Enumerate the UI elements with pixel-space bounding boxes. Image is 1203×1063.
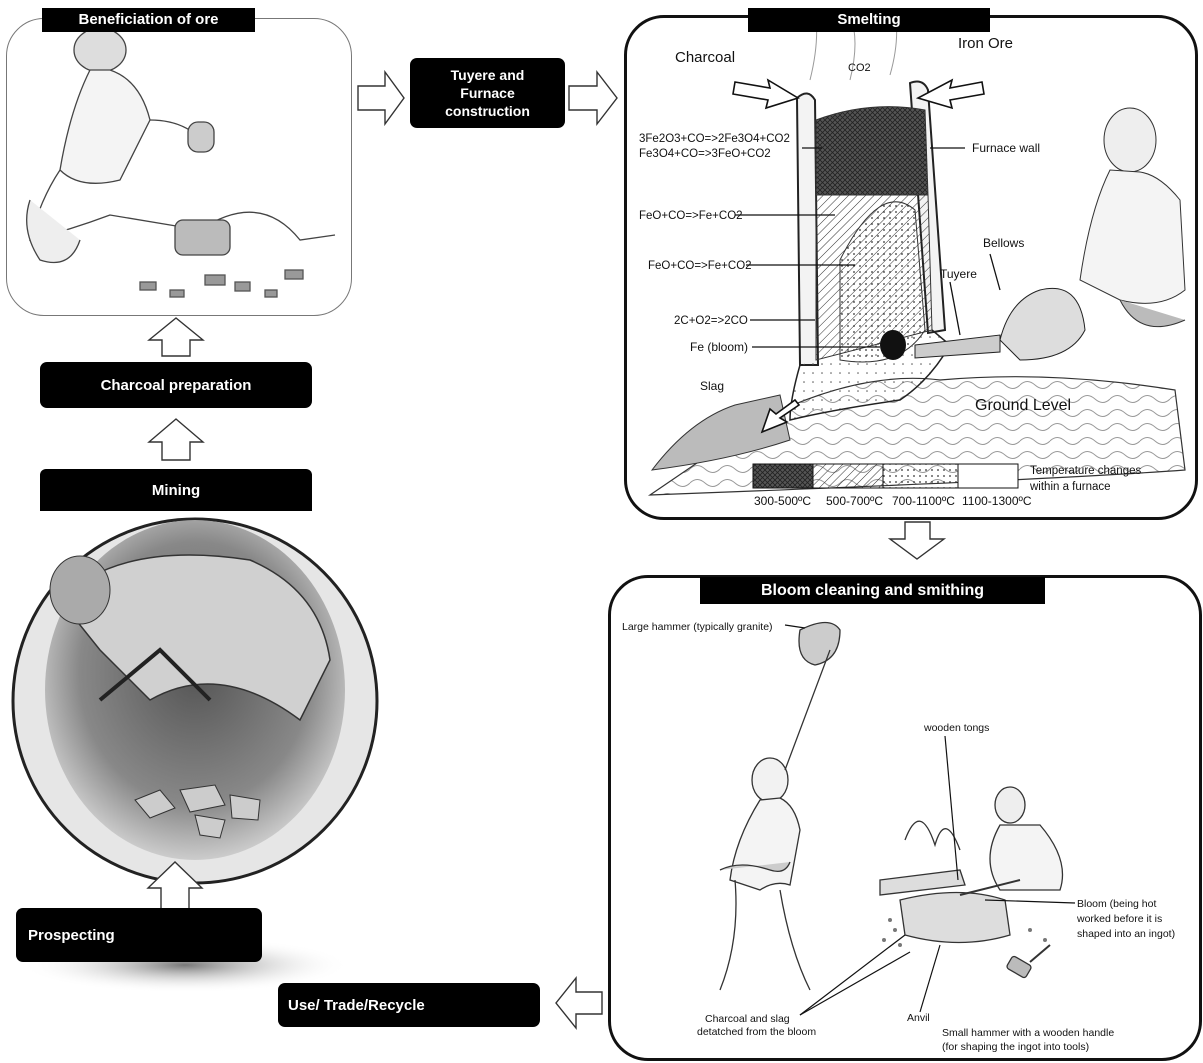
charcoal-slag-label-line-1: Charcoal and slag <box>705 1013 790 1025</box>
anvil-label: Anvil <box>907 1012 930 1024</box>
charcoal-preparation-stage: Charcoal preparation <box>40 362 312 408</box>
arrow-up-2 <box>149 419 203 460</box>
smelting-title-text: Smelting <box>837 11 900 29</box>
bloom-labels: Large hammer (typically granite) wooden … <box>622 621 1175 1053</box>
ground-level-label: Ground Level <box>975 397 1071 414</box>
tuyere-line-2: Furnace <box>460 84 514 102</box>
arrow-to-smelting <box>569 72 617 124</box>
beneficiation-illustration <box>27 28 335 297</box>
slag-label: Slag <box>700 379 724 393</box>
furnace-illustration <box>650 10 1185 495</box>
arrow-to-tuyere <box>358 72 404 124</box>
reaction-1-label: 3Fe2O3+CO=>2Fe3O4+CO2 <box>639 133 790 145</box>
bloom-title: Bloom cleaning and smithing <box>700 577 1045 604</box>
prospecting-stage: Prospecting <box>16 908 262 962</box>
temperature-note-line-2: within a furnace <box>1029 481 1111 493</box>
mining-stage: Mining <box>40 469 312 511</box>
small-hammer-label-line-2: (for shaping the ingot into tools) <box>942 1041 1089 1053</box>
temp-range-2: 500-700ºC <box>826 494 883 508</box>
tuyere-label: Tuyere <box>940 267 977 281</box>
co2-label: CO2 <box>848 62 871 74</box>
large-hammer-label: Large hammer (typically granite) <box>622 621 773 633</box>
wooden-tongs-label: wooden tongs <box>923 722 989 734</box>
charcoal-preparation-text: Charcoal preparation <box>101 376 252 395</box>
bloom-label-line-1: Bloom (being hot <box>1077 898 1156 910</box>
charcoal-slag-label-line-2: detatched from the bloom <box>697 1026 816 1038</box>
temp-range-3: 700-1100ºC <box>892 494 955 508</box>
iron-ore-label: Iron Ore <box>958 35 1013 52</box>
mining-text: Mining <box>152 481 200 500</box>
temp-range-4: 1100-1300ºC <box>962 494 1032 508</box>
fe-bloom-label: Fe (bloom) <box>690 340 748 354</box>
reaction-5-label: 2C+O2=>2CO <box>674 315 748 327</box>
reaction-2-label: Fe3O4+CO=>3FeO+CO2 <box>639 148 771 160</box>
smelting-title: Smelting <box>748 8 990 32</box>
beneficiation-title: Beneficiation of ore <box>42 8 255 32</box>
beneficiation-title-text: Beneficiation of ore <box>78 11 218 29</box>
bloom-title-text: Bloom cleaning and smithing <box>761 582 984 600</box>
temp-range-1: 300-500ºC <box>754 494 811 508</box>
bloom-label-line-3: shaped into an ingot) <box>1077 928 1175 940</box>
use-trade-recycle-stage: Use/ Trade/Recycle <box>278 983 540 1027</box>
temperature-note-line-1: Temperature changes <box>1030 465 1141 477</box>
tuyere-line-3: construction <box>445 102 530 120</box>
tuyere-furnace-stage: Tuyere and Furnace construction <box>410 58 565 128</box>
bloom-label-line-2: worked before it is <box>1076 913 1162 925</box>
arrow-to-use <box>556 978 602 1028</box>
small-hammer-label-line-1: Small hammer with a wooden handle <box>942 1027 1114 1039</box>
arrow-down-bloom <box>890 522 944 559</box>
furnace-wall-label: Furnace wall <box>972 141 1040 155</box>
smithing-illustration <box>720 623 1075 1016</box>
bellows-label: Bellows <box>983 236 1024 250</box>
tuyere-line-1: Tuyere and <box>451 66 525 84</box>
charcoal-label: Charcoal <box>675 49 735 66</box>
prospecting-text: Prospecting <box>28 926 115 945</box>
use-trade-recycle-text: Use/ Trade/Recycle <box>288 996 425 1015</box>
arrow-up-1 <box>149 318 203 356</box>
reaction-3-label: FeO+CO=>Fe+CO2 <box>639 210 743 222</box>
reaction-4-label: FeO+CO=>Fe+CO2 <box>648 260 752 272</box>
